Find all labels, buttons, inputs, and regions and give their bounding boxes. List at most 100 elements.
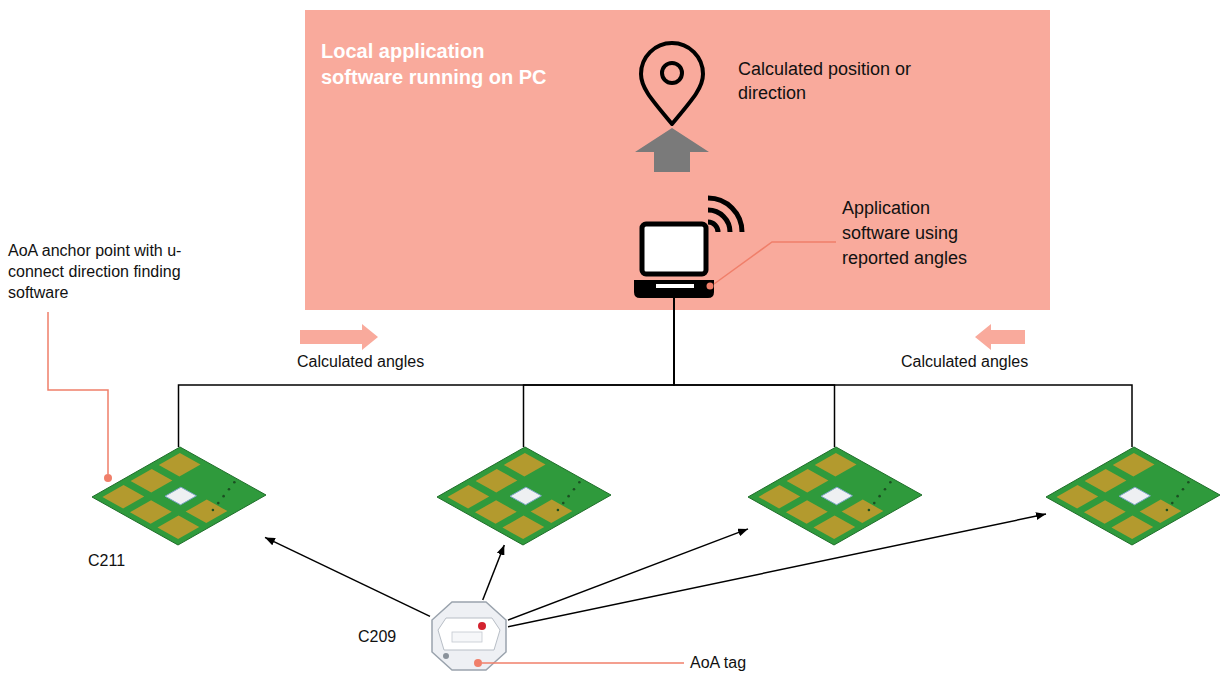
flow-arrow	[975, 324, 1025, 350]
anchor-board-picture	[748, 447, 922, 545]
board-component	[1182, 488, 1185, 491]
antenna-patch	[1056, 485, 1098, 509]
antenna-patch	[531, 500, 573, 524]
bus-line	[674, 298, 1132, 447]
board-component	[1187, 481, 1190, 484]
anchor-board	[748, 447, 921, 545]
anchor-board: C211	[92, 447, 265, 545]
laptop-trackpad	[656, 284, 694, 288]
board-pcb	[748, 447, 922, 545]
label-slot: AoA anchor point with u-connect directio…	[8, 240, 194, 303]
radio-module	[165, 487, 196, 505]
board-pcb	[1046, 447, 1220, 545]
antenna-patch	[186, 500, 228, 524]
signal-arrow	[508, 529, 748, 620]
result-arrow	[635, 128, 709, 172]
pin-hole	[662, 63, 682, 83]
board-component	[1171, 502, 1174, 505]
tag-logo	[478, 622, 486, 630]
board-component	[212, 509, 215, 512]
board-component	[1166, 509, 1169, 512]
bus-line	[179, 298, 675, 447]
leader-line	[48, 312, 108, 474]
board-component	[567, 495, 570, 498]
antenna-patch	[157, 516, 199, 540]
laptop-icon	[634, 198, 742, 298]
location-pin-icon	[641, 43, 703, 124]
antenna-patch	[502, 516, 544, 540]
label-slot: Calculated angles	[901, 352, 1061, 372]
board-component	[889, 481, 892, 484]
bus-line	[674, 298, 835, 447]
antenna-patch	[787, 469, 829, 493]
anchor-boards	[92, 447, 1220, 545]
board-component	[1176, 495, 1179, 498]
anchor-board-picture	[437, 447, 611, 545]
device-name: C211	[88, 551, 168, 571]
antenna-patch	[1140, 500, 1182, 524]
board-component	[578, 481, 581, 484]
antenna-patch	[504, 453, 546, 477]
board-component	[217, 502, 220, 505]
board-component	[228, 488, 231, 491]
wifi-arc	[708, 222, 718, 232]
antenna-patch	[813, 516, 855, 540]
bus-line	[524, 298, 675, 447]
board-component	[868, 509, 871, 512]
wifi-arc	[708, 210, 730, 232]
board-component	[573, 488, 576, 491]
antenna-patch	[476, 469, 518, 493]
wifi-arc	[708, 198, 742, 232]
antenna-patch	[130, 500, 172, 524]
antenna-patch	[1111, 516, 1153, 540]
radio-module	[821, 487, 852, 505]
flow-arrow	[300, 324, 378, 350]
board-component	[884, 488, 887, 491]
antenna-patch	[758, 485, 800, 509]
board-component	[557, 509, 560, 512]
tag-sticker	[452, 632, 482, 642]
pc-panel-ground	[305, 10, 1050, 310]
anchor-board	[437, 447, 610, 545]
board-component	[878, 495, 881, 498]
pin-outline	[641, 43, 703, 124]
board-component	[222, 495, 225, 498]
laptop-node	[634, 222, 714, 298]
leader-line	[714, 242, 836, 284]
anchor-board-picture	[1046, 447, 1220, 545]
antenna-patch	[815, 453, 857, 477]
aoa-tag-node: C209	[430, 600, 508, 670]
antenna-patch	[131, 469, 173, 493]
board-component	[873, 502, 876, 505]
leader-line	[482, 662, 684, 664]
antenna-patch	[159, 453, 201, 477]
signal-arrow	[508, 514, 1046, 627]
laptop-base	[634, 280, 714, 298]
label-slot: Calculated position or direction	[738, 57, 920, 105]
board-component	[233, 481, 236, 484]
leader-dot	[707, 283, 714, 290]
tag-face	[438, 618, 500, 650]
callout-label: AoA tag	[690, 653, 810, 673]
antenna-patch	[1084, 500, 1126, 524]
antenna-patch	[842, 500, 884, 524]
radio-module	[1119, 487, 1150, 505]
flow-label: Calculated angles	[901, 352, 1061, 372]
label-slot: Calculated angles	[297, 352, 457, 372]
radio-module	[510, 487, 541, 505]
callout-label: AoA anchor point with u-connect directio…	[8, 240, 194, 303]
board-pcb	[437, 447, 611, 545]
tag-housing	[432, 602, 506, 670]
leader-dot	[104, 474, 112, 482]
antenna-patch	[1113, 453, 1155, 477]
flow-label: Calculated angles	[297, 352, 457, 372]
anchor-board-picture	[92, 447, 266, 545]
leader-dot	[474, 659, 482, 667]
antenna-patch	[786, 500, 828, 524]
antenna-patch	[102, 485, 144, 509]
result-label: Calculated position or direction	[738, 57, 920, 105]
